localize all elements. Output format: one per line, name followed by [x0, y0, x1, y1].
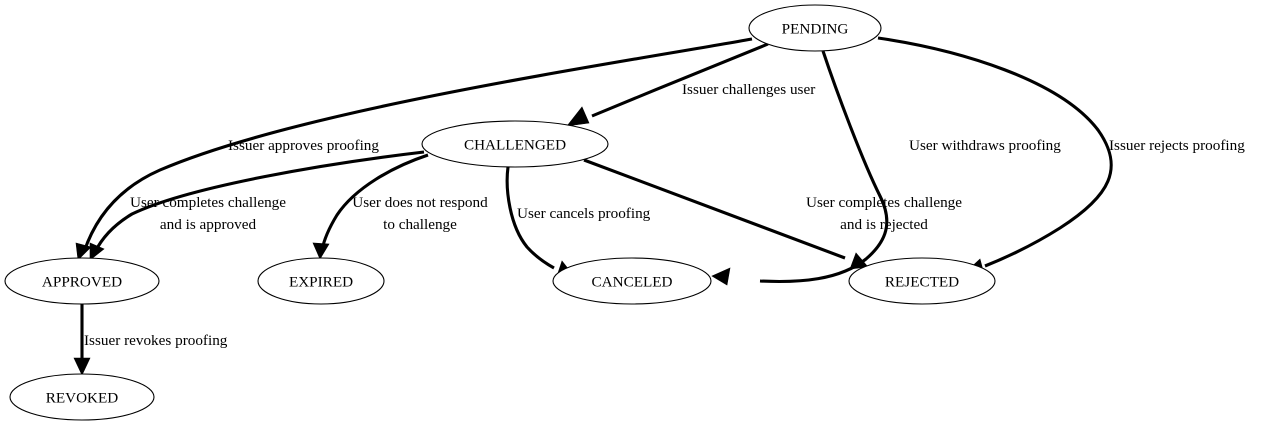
edge-pending-approved-arrowhead	[75, 242, 92, 261]
edge-pending-challenged[interactable]: Issuer challenges user	[566, 42, 815, 127]
edge-label-challenged-rejected-line2: and is rejected	[840, 216, 928, 233]
edge-label-challenged-approved-line2: and is approved	[160, 216, 257, 233]
node-canceled[interactable]: CANCELED	[552, 257, 712, 305]
node-pending[interactable]: PENDING	[748, 4, 882, 52]
node-canceled-label: CANCELED	[592, 274, 673, 291]
edge-pending-challenged-arrowhead	[566, 106, 590, 127]
edge-label-approved-revoked: Issuer revokes proofing	[84, 332, 228, 349]
node-expired-label: EXPIRED	[289, 274, 353, 291]
node-expired-ellipse	[257, 257, 385, 305]
node-rejected-ellipse	[848, 257, 996, 305]
edge-pending-canceled-path	[759, 50, 889, 284]
edge-label-challenged-rejected-line1: User completes challenge	[806, 194, 962, 211]
node-approved-label: APPROVED	[42, 274, 122, 291]
node-rejected[interactable]: REJECTED	[848, 257, 996, 305]
node-expired[interactable]: EXPIRED	[257, 257, 385, 305]
edge-pending-challenged-path	[591, 42, 769, 118]
edge-label-pending-challenged: Issuer challenges user	[682, 81, 815, 98]
edge-label-challenged-canceled: User cancels proofing	[517, 205, 651, 222]
edge-challenged-expired-arrowhead	[312, 242, 330, 260]
edge-label-challenged-expired-line1: User does not respond	[352, 194, 488, 211]
node-approved-ellipse	[4, 257, 160, 305]
node-pending-label: PENDING	[782, 21, 849, 38]
node-pending-ellipse	[748, 4, 882, 52]
node-challenged-label: CHALLENGED	[464, 137, 566, 154]
edge-challenged-expired[interactable]: User does not respond to challenge	[312, 153, 488, 260]
edge-challenged-expired-path	[320, 153, 429, 251]
edge-challenged-approved[interactable]: User completes challenge and is approved	[89, 150, 425, 261]
edge-label-pending-rejected: Issuer rejects proofing	[1109, 137, 1245, 154]
edge-label-challenged-approved-line1: User completes challenge	[130, 194, 286, 211]
node-challenged[interactable]: CHALLENGED	[421, 120, 609, 168]
node-approved[interactable]: APPROVED	[4, 257, 160, 305]
edge-pending-canceled[interactable]: User withdraws proofing	[711, 50, 1061, 286]
edge-challenged-rejected[interactable]: User completes challenge and is rejected	[583, 158, 962, 270]
node-challenged-ellipse	[421, 120, 609, 168]
edge-pending-canceled-arrowhead	[711, 267, 731, 286]
edge-approved-revoked-arrowhead	[73, 357, 91, 376]
node-revoked-ellipse	[9, 373, 155, 421]
edge-challenged-approved-path	[93, 150, 425, 253]
edge-challenged-approved-arrowhead	[89, 242, 105, 261]
edge-approved-revoked[interactable]: Issuer revokes proofing	[73, 304, 228, 376]
edge-label-pending-canceled: User withdraws proofing	[909, 137, 1061, 154]
edge-label-pending-approved: Issuer approves proofing	[228, 137, 379, 154]
edge-challenged-rejected-path	[583, 158, 846, 260]
node-revoked-label: REVOKED	[46, 390, 119, 407]
edge-pending-approved[interactable]: Issuer approves proofing	[75, 37, 753, 261]
edge-pending-rejected[interactable]: Issuer rejects proofing	[877, 36, 1245, 275]
edge-label-challenged-expired-line2: to challenge	[383, 216, 457, 233]
node-rejected-label: REJECTED	[885, 274, 959, 291]
edge-pending-approved-path	[82, 37, 753, 253]
node-canceled-ellipse	[552, 257, 712, 305]
edge-pending-rejected-path	[877, 36, 1113, 268]
node-revoked[interactable]: REVOKED	[9, 373, 155, 421]
edge-challenged-rejected-arrowhead	[849, 252, 869, 270]
edge-challenged-canceled-path	[505, 166, 555, 270]
